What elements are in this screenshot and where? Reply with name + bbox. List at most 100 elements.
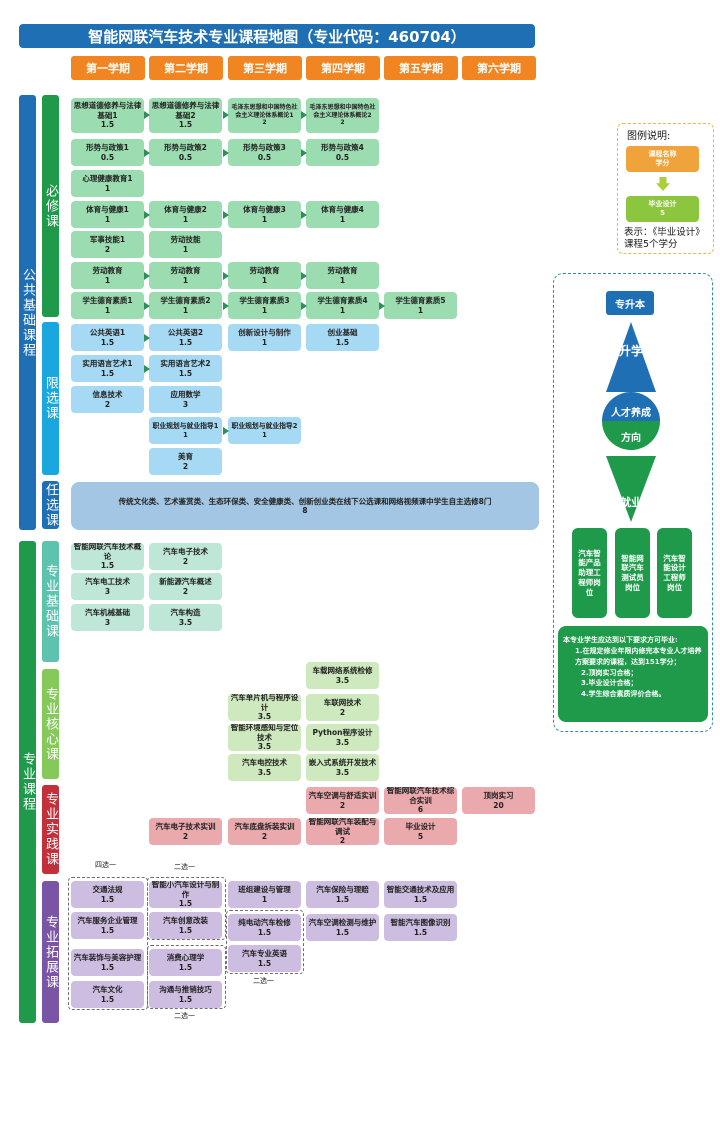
arrow-right-icon (144, 149, 150, 157)
choice-label: 二选一 (172, 1011, 197, 1021)
choice-label: 二选一 (251, 976, 276, 986)
legend-box (617, 123, 714, 254)
arrow-right-icon (144, 111, 150, 119)
arrow-right-icon (301, 272, 307, 280)
job-card: 汽车智能设计工程师岗位 (657, 528, 692, 618)
category-major-base: 专业基础课 (42, 541, 59, 662)
semester-2: 第二学期 (149, 56, 223, 80)
category-major-core: 专业核心课 (42, 669, 59, 779)
category-public: 公共基础课程 (19, 95, 36, 530)
requirement-item: 3.毕业设计合格； (581, 679, 638, 688)
direction-panel (553, 273, 713, 732)
job-card: 智能网联汽车测试员岗位 (615, 528, 650, 618)
choice-label: 四选一 (93, 860, 118, 870)
category-major: 专业课程 (19, 541, 36, 1023)
arrow-right-icon (379, 302, 385, 310)
circle-top-label: 人才养成 (611, 408, 651, 419)
graduation-requirements: 本专业学生应达到以下要求方可毕业: 1.在规定修业年限内修完本专业人才培养方案要… (558, 626, 708, 722)
category-required: 必修课 (42, 95, 59, 317)
arrow-right-icon (223, 272, 229, 280)
choice-group-box (68, 877, 148, 1010)
semester-4: 第四学期 (306, 56, 380, 80)
category-major-practice: 专业实践课 (42, 785, 59, 874)
arrow-right-icon (144, 365, 150, 373)
semester-1: 第一学期 (71, 56, 145, 80)
semester-5: 第五学期 (384, 56, 458, 80)
legend-note: 表示：《毕业设计》课程5个学分 (624, 227, 705, 250)
category-limited: 限选课 (42, 322, 59, 475)
talent-circle (602, 392, 660, 450)
arrow-right-icon (144, 334, 150, 342)
requirement-item: 1.在规定修业年限内修完本专业人才培养方案要求的课程，达到151学分； (575, 646, 702, 666)
arrow-right-icon (301, 149, 307, 157)
arrow-right-icon (144, 272, 150, 280)
choice-group-box (147, 945, 226, 1009)
requirement-item: 2.顶岗实习合格； (581, 668, 638, 677)
arrow-right-icon (301, 302, 307, 310)
up-label: 升学 (618, 344, 643, 358)
down-label: 就业 (620, 496, 642, 509)
arrow-right-icon (301, 211, 307, 219)
circle-bottom-label: 方向 (621, 433, 641, 444)
choice-group-box (226, 910, 304, 974)
arrow-right-icon (223, 211, 229, 219)
arrow-right-icon (223, 427, 229, 435)
legend-title: 图例说明: (627, 131, 671, 142)
job-card: 汽车智能产品助理工程师岗位 (572, 528, 607, 618)
category-elective: 任选课 (42, 481, 59, 529)
